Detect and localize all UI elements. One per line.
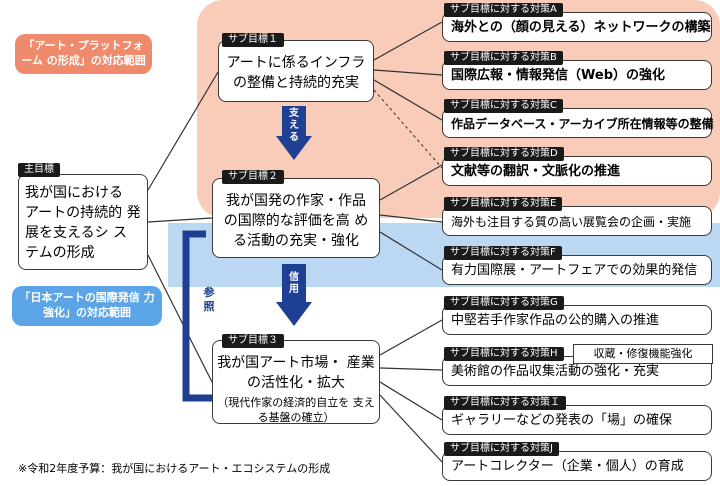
- measure-h-text: 美術館の作品収集活動の強化・充実: [451, 364, 660, 379]
- sub-goal-1-box: アートに係るインフラ の整備と持続的充実: [218, 40, 374, 102]
- sub-goal-2-box: 我が国発の作家・作品 の国際的な評価を高 める活動の充実・強化: [212, 178, 380, 258]
- measure-d-header: サブ目標に対する対策D: [444, 147, 564, 161]
- sub-goal-1-text: アートに係るインフラ の整備と持続的充実: [226, 55, 366, 91]
- trust-label: 信用: [289, 272, 299, 295]
- measure-d-box: 文献等の翻訳・文脈化の推進: [442, 156, 712, 186]
- measure-a-box: 海外との（顔の見える）ネットワークの構築: [442, 12, 712, 42]
- sub-goal-2-header: サブ目標２: [222, 170, 284, 184]
- measure-g-text: 中堅若手作家作品の公的購入の推進: [451, 313, 660, 328]
- measure-c-text: 作品データベース・アーカイブ所在情報等の整備: [451, 117, 714, 131]
- support-label: 支える: [289, 108, 299, 143]
- measure-a-text: 海外との（顔の見える）ネットワークの構築: [451, 20, 711, 35]
- measure-c-box: 作品データベース・アーカイブ所在情報等の整備: [442, 108, 714, 138]
- main-goal-box: 我が国における アートの持続的 発展を支えるシ ステムの形成: [18, 174, 148, 270]
- art-platform-callout: 「アート・プラットフォーム の形成」の対応範囲: [15, 34, 152, 74]
- measure-j-text: アートコレクター（企業・個人）の育成: [451, 459, 684, 474]
- measure-h-header: サブ目標に対する対策H: [444, 347, 564, 361]
- measure-f-box: 有力国際展・アートフェアでの効果的発信: [442, 255, 712, 285]
- measure-g-box: 中堅若手作家作品の公的購入の推進: [442, 305, 712, 335]
- measure-e-header: サブ目標に対する対策E: [444, 197, 563, 211]
- measure-c-header: サブ目標に対する対策C: [444, 99, 563, 113]
- reference-label: 参照: [203, 286, 215, 313]
- measure-h-extra-text: 収蔵・修復機能強化: [593, 347, 693, 360]
- measure-d-text: 文献等の翻訳・文脈化の推進: [451, 164, 621, 179]
- main-goal-header: 主目標: [18, 163, 60, 177]
- sub-goal-3-header: サブ目標３: [222, 334, 284, 348]
- measure-g-header: サブ目標に対する対策G: [444, 296, 564, 310]
- measure-b-text: 国際広報・情報発信（Web）の強化: [451, 68, 665, 83]
- sub-goal-3-box: 我が国アート市場・ 産業の活性化・拡大 （現代作家の経済的自立を 支える基盤の確…: [212, 340, 380, 424]
- measure-e-box: 海外も注目する質の高い展覧会の企画・実施: [442, 206, 712, 236]
- japan-art-callout: 「日本アートの国際発信 力強化」の対応範囲: [12, 286, 162, 326]
- sub-goal-1-header: サブ目標１: [222, 33, 284, 47]
- measure-i-header: サブ目標に対する対策Ｉ: [444, 396, 566, 410]
- budget-footnote: ※令和2年度予算：我が国におけるアート・エコシステムの形成: [18, 462, 331, 475]
- measure-j-box: アートコレクター（企業・個人）の育成: [442, 451, 712, 481]
- sub-goal-2-text: 我が国発の作家・作品 の国際的な評価を高 める活動の充実・強化: [223, 193, 369, 249]
- measure-i-box: ギャラリーなどの発表の「場」の確保: [442, 405, 712, 435]
- sub-goal-3-note: （現代作家の経済的自立を 支える基盤の確立）: [217, 396, 375, 424]
- measure-i-text: ギャラリーなどの発表の「場」の確保: [451, 413, 673, 428]
- measure-b-box: 国際広報・情報発信（Web）の強化: [442, 60, 712, 90]
- measure-j-header: サブ目標に対する対策J: [444, 442, 559, 456]
- measure-h-extra-box: 収蔵・修復機能強化: [573, 344, 713, 364]
- measure-f-text: 有力国際展・アートフェアでの効果的発信: [451, 263, 698, 278]
- main-goal-text: 我が国における アートの持続的 発展を支えるシ ステムの形成: [25, 185, 141, 261]
- measure-a-header: サブ目標に対する対策A: [444, 3, 563, 17]
- measure-b-header: サブ目標に対する対策B: [444, 51, 563, 65]
- sub-goal-3-text: 我が国アート市場・ 産業の活性化・拡大: [217, 355, 375, 391]
- measure-e-text: 海外も注目する質の高い展覧会の企画・実施: [451, 215, 692, 229]
- measure-f-header: サブ目標に対する対策F: [444, 246, 562, 260]
